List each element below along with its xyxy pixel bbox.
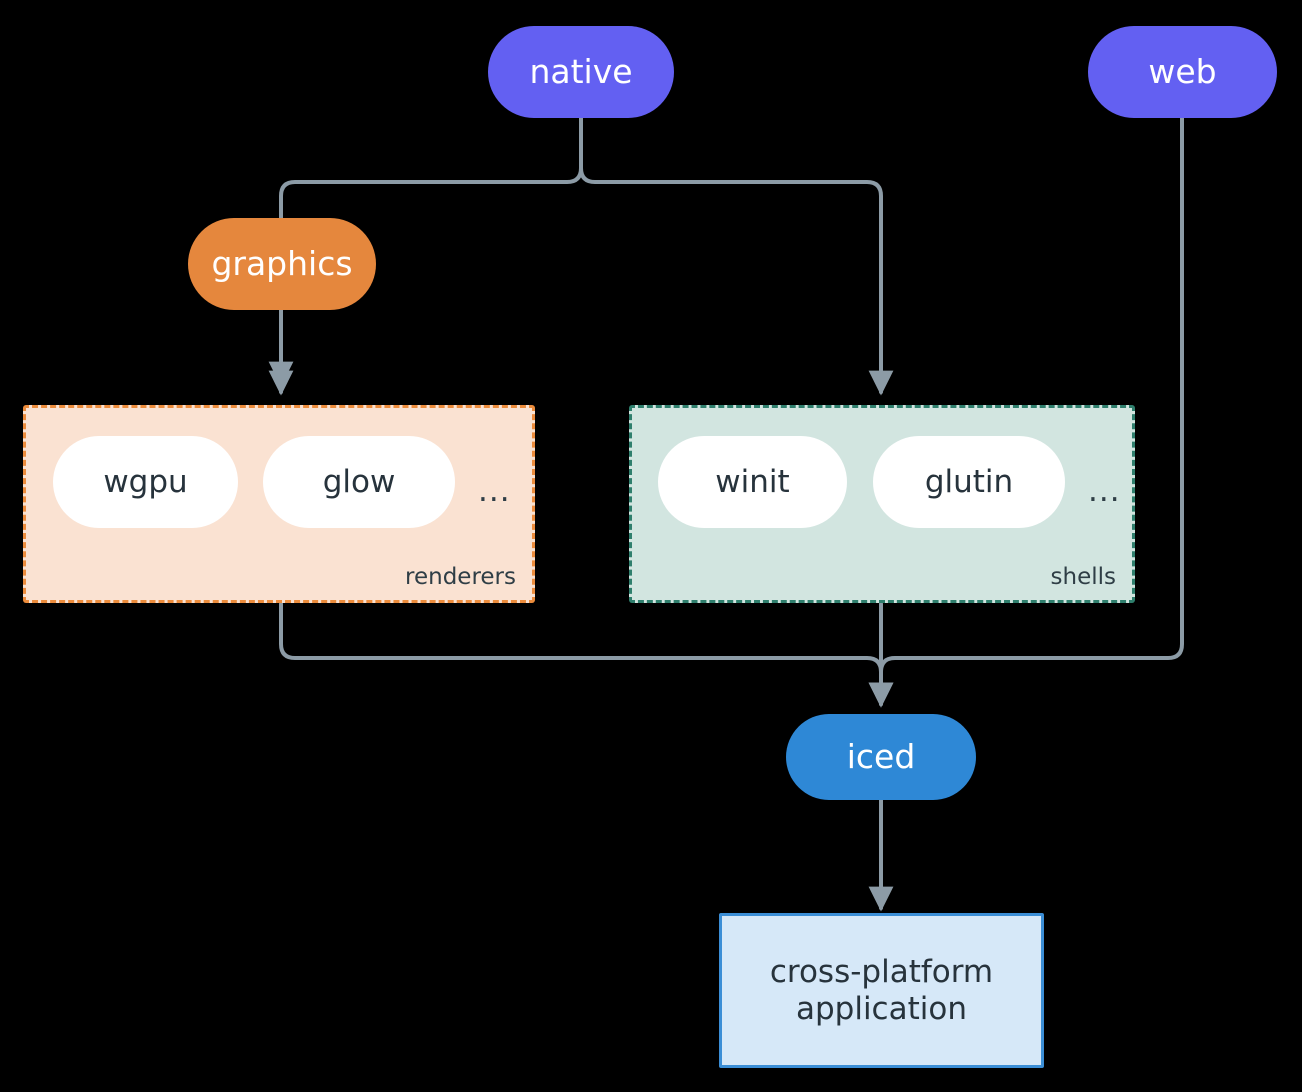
node-native-label: native (529, 51, 633, 91)
node-application-label: cross-platform application (769, 953, 994, 1027)
group-renderers-label: renderers (405, 564, 516, 590)
group-shells-label: shells (1050, 564, 1116, 590)
edge-native-to-shells (579, 116, 894, 396)
node-web[interactable]: web (1088, 26, 1277, 118)
node-iced-label: iced (846, 736, 916, 776)
node-native[interactable]: native (488, 26, 674, 118)
node-application[interactable]: cross-platform application (719, 913, 1044, 1068)
renderers-more-ellipsis: ... (478, 473, 511, 509)
node-iced[interactable]: iced (786, 714, 976, 800)
leaf-wgpu-label: wgpu (103, 464, 188, 500)
leaf-glutin-label: glutin (924, 464, 1014, 500)
leaf-glutin[interactable]: glutin (873, 436, 1065, 528)
leaf-glow-label: glow (322, 464, 396, 500)
edge-renderers-to-iced (279, 602, 894, 708)
group-renderers: wgpu glow ... renderers (23, 405, 535, 603)
node-graphics-label: graphics (211, 243, 353, 283)
shells-more-ellipsis: ... (1088, 473, 1121, 509)
leaf-winit[interactable]: winit (658, 436, 847, 528)
leaf-winit-label: winit (715, 464, 790, 500)
leaf-wgpu[interactable]: wgpu (53, 436, 238, 528)
group-shells: winit glutin ... shells (629, 405, 1135, 603)
node-web-label: web (1148, 51, 1217, 91)
leaf-glow[interactable]: glow (263, 436, 455, 528)
node-graphics[interactable]: graphics (188, 218, 376, 310)
